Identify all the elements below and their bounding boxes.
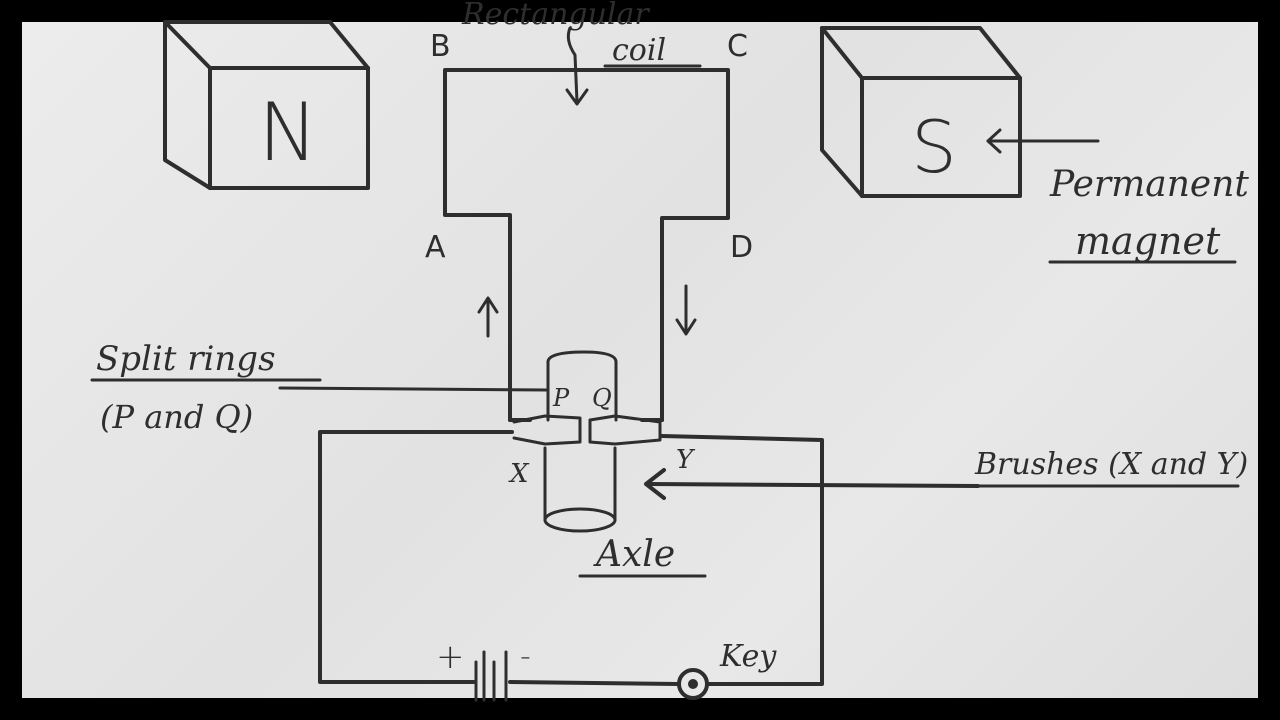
coil-pointer-arrow <box>565 26 589 106</box>
coil-label: coil <box>612 33 666 68</box>
north-magnet-label: N <box>258 86 318 179</box>
axle <box>543 350 618 533</box>
corner-b: B <box>430 29 451 64</box>
brushes-label: Brushes (X and Y) <box>974 447 1248 482</box>
corner-a: A <box>425 230 446 265</box>
ring-q-letter: Q <box>592 384 612 412</box>
external-circuit <box>318 430 824 686</box>
battery-plus: + <box>436 637 465 677</box>
permanent-label: Permanent <box>1049 164 1249 205</box>
split-rings-pointer <box>278 386 550 392</box>
current-arrow-up <box>477 296 499 338</box>
brush-y-letter: Y <box>676 445 696 475</box>
corner-c: C <box>727 29 748 64</box>
plug-key[interactable] <box>677 668 709 700</box>
battery-minus: - <box>520 639 531 674</box>
magnet-label: magnet <box>1075 219 1221 263</box>
south-magnet-label: S <box>911 105 957 189</box>
split-rings-sublabel: (P and Q) <box>100 398 253 436</box>
current-arrow-down <box>675 284 697 336</box>
axle-label: Axle <box>593 534 675 575</box>
south-magnet: S <box>820 26 1022 198</box>
key-label: Key <box>719 639 777 674</box>
split-ring-p <box>512 414 582 446</box>
coil-top-label: Rectangular <box>461 0 650 32</box>
ring-p-letter: P <box>552 384 570 412</box>
split-rings-label: Split rings <box>96 339 276 379</box>
permanent-magnet-pointer <box>986 128 1100 154</box>
brush-x-letter: X <box>508 459 530 489</box>
north-magnet: N <box>163 20 370 190</box>
corner-d: D <box>730 230 753 265</box>
split-ring-q <box>588 414 662 446</box>
brushes-pointer <box>644 468 980 500</box>
rectangular-coil <box>443 68 730 422</box>
battery <box>474 650 508 702</box>
paper-sheet <box>22 22 1258 698</box>
